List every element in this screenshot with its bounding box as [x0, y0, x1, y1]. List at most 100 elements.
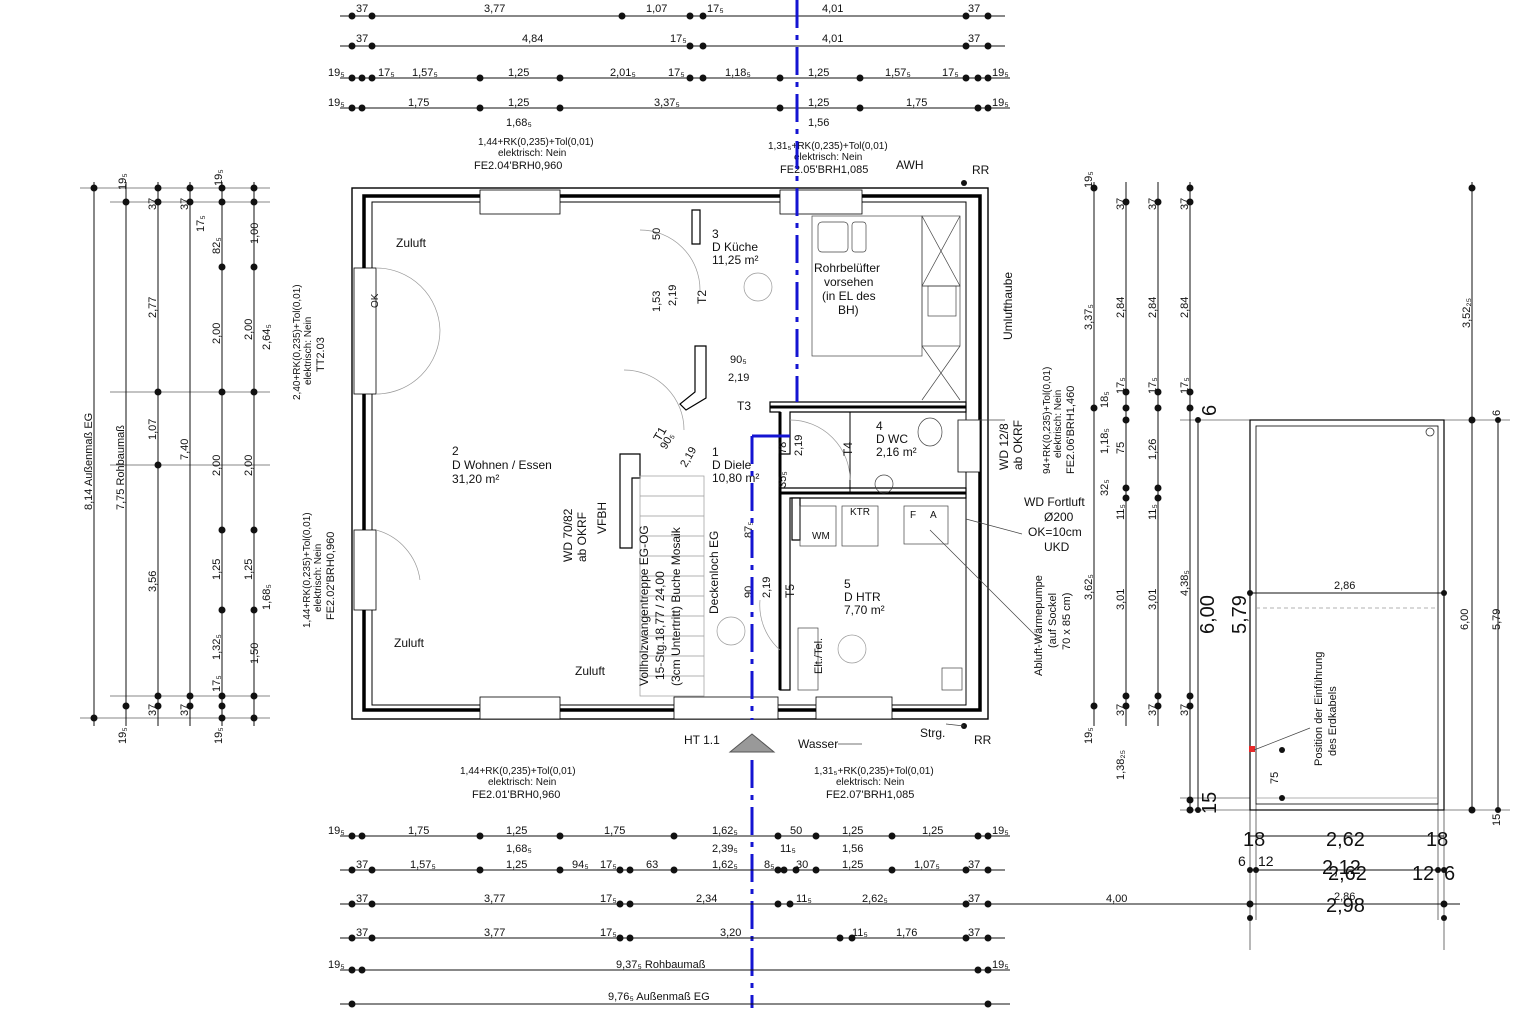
dim-label: 2,00	[243, 319, 255, 340]
dim-label: 19₅	[992, 67, 1009, 79]
dim-label: 1,68₅	[506, 117, 532, 129]
dim-label: 37	[147, 198, 159, 210]
dim-label: 4,84	[522, 33, 543, 45]
svg-text:A: A	[930, 510, 937, 521]
dim-label: 37	[1115, 198, 1127, 210]
svg-text:elektrisch: Nein: elektrisch: Nein	[488, 777, 556, 788]
dim-label: 37	[1179, 704, 1191, 716]
svg-text:T3: T3	[737, 399, 751, 413]
label-zuluft: Zuluft	[396, 236, 427, 250]
dim-label: 37	[356, 33, 368, 45]
label-rr-top: RR	[972, 163, 990, 177]
svg-text:4: 4	[876, 419, 883, 433]
dim-label: 1,25	[808, 67, 829, 79]
dim-label: 17₅	[600, 927, 617, 939]
dim-label: 1,25	[922, 825, 943, 837]
svg-text:ab OKRF: ab OKRF	[1011, 420, 1025, 470]
dim-label: 50	[790, 825, 802, 837]
dim-label: 1,07₅	[914, 859, 940, 871]
dim-label: 19₅	[117, 727, 129, 744]
dim-label: 3,77	[484, 3, 505, 15]
dim-label: 1,75	[604, 825, 625, 837]
dim-label: 19₅	[213, 169, 225, 186]
dim-label: 2,00	[211, 323, 223, 344]
left-dimension-chains: 8,14 Außenmaß EG 7,75 Rohbaumaß 2,77 1,0…	[80, 169, 273, 744]
dim-label: 1,38₂₅	[1115, 750, 1127, 780]
svg-text:elektrisch: Nein: elektrisch: Nein	[313, 544, 324, 612]
svg-text:2: 2	[452, 444, 459, 458]
svg-text:35₅: 35₅	[777, 471, 789, 488]
dim-label: 19₅	[328, 97, 345, 109]
dim-label: 19₅	[117, 173, 129, 190]
dim-label: 11₅	[796, 893, 812, 905]
svg-text:elektrisch: Nein: elektrisch: Nein	[303, 317, 314, 385]
dim-label: 7,40	[179, 439, 191, 460]
dim-label: 6,00	[1459, 609, 1471, 630]
dim-label: 75	[1115, 442, 1127, 454]
dim-label: 9,37₅ Rohbaumaß	[616, 959, 706, 971]
label-awh: AWH	[896, 158, 924, 172]
dim-label: 3,37₅	[654, 97, 680, 109]
dim-label: 19₅	[1083, 171, 1095, 188]
svg-text:6: 6	[1199, 405, 1221, 416]
svg-text:Position der Einführung: Position der Einführung	[1313, 652, 1325, 766]
dim-label: 17₅	[195, 215, 207, 232]
dim-label: 2,84	[1147, 297, 1159, 318]
svg-text:(auf Sockel: (auf Sockel	[1047, 593, 1059, 648]
dim-label: 3,37₅	[1083, 304, 1095, 330]
dim-label: 1,25	[842, 825, 863, 837]
svg-text:elektrisch: Nein: elektrisch: Nein	[794, 152, 862, 163]
svg-text:75: 75	[1269, 772, 1281, 784]
interior-labels: Zuluft Zuluft Zuluft Rohrbelüfter vorseh…	[370, 228, 1085, 686]
dim-label: 18₅	[1099, 391, 1111, 408]
dim-label: 1,57₅	[885, 67, 911, 79]
dim-label: 37	[1147, 198, 1159, 210]
dim-label: 17₅	[1115, 377, 1127, 394]
dim-label: 1,25	[506, 859, 527, 871]
dim-label: 3,01	[1147, 589, 1159, 610]
window-label-fe204: 1,44+RK(0,235)+Tol(0,01) elektrisch: Nei…	[474, 137, 594, 172]
dim-label: 2,77	[147, 297, 159, 318]
dim-label: 1,57₅	[410, 859, 436, 871]
dim-label: 37	[179, 198, 191, 210]
svg-text:T5: T5	[783, 584, 797, 598]
svg-text:Deckenloch EG: Deckenloch EG	[707, 531, 721, 614]
label-zuluft: Zuluft	[394, 636, 425, 650]
dim-label: 7,75 Rohbaumaß	[115, 425, 127, 510]
dim-label: 1,25	[243, 559, 255, 580]
dim-label: 30	[796, 859, 808, 871]
dim-label: 2,39₅	[712, 843, 738, 855]
svg-text:2,19: 2,19	[667, 285, 679, 306]
dim-label: 11₅	[1147, 504, 1159, 520]
svg-text:6: 6	[1238, 853, 1246, 869]
dim-label: 37	[968, 927, 980, 939]
top-dimension-chains: 37 3,77 1,07 17₅ 4,01 37 37 4,84 17₅ 4,0…	[328, 3, 1010, 129]
dim-label: 5,79	[1491, 609, 1503, 630]
label-wasser: Wasser	[798, 737, 838, 751]
svg-text:31,20 m²: 31,20 m²	[452, 472, 499, 486]
svg-text:D Wohnen / Essen: D Wohnen / Essen	[452, 458, 552, 472]
svg-text:1,31₅+RK(0,235)+Tol(0,01): 1,31₅+RK(0,235)+Tol(0,01)	[768, 141, 888, 152]
svg-text:vorsehen: vorsehen	[824, 275, 873, 289]
svg-text:FE2.05'BRH1,085: FE2.05'BRH1,085	[780, 164, 868, 176]
dim-label: 1,68₅	[261, 584, 273, 610]
dim-label: 3,77	[484, 893, 505, 905]
dim-label: 1,56	[808, 117, 829, 129]
svg-text:2,12: 2,12	[1322, 857, 1361, 879]
label-rr-bot: RR	[974, 733, 992, 747]
dim-label: 1,25	[508, 67, 529, 79]
svg-text:Elt./Tel.: Elt./Tel.	[813, 638, 825, 674]
dim-label: 37	[356, 927, 368, 939]
dim-label: 37	[356, 3, 368, 15]
dim-label: 1,18₅	[725, 67, 751, 79]
dim-label: 17₅	[600, 893, 617, 905]
svg-text:des Erdkabels: des Erdkabels	[1327, 686, 1339, 756]
svg-text:2,19: 2,19	[761, 577, 773, 598]
dim-label: 1,07	[147, 419, 159, 440]
dim-label: 1,26	[1147, 439, 1159, 460]
svg-text:FE2.01'BRH0,960: FE2.01'BRH0,960	[472, 789, 560, 801]
svg-text:1,44+RK(0,235)+Tol(0,01): 1,44+RK(0,235)+Tol(0,01)	[460, 766, 576, 777]
dim-label: 1,25	[508, 97, 529, 109]
svg-text:2,86: 2,86	[1334, 891, 1355, 903]
